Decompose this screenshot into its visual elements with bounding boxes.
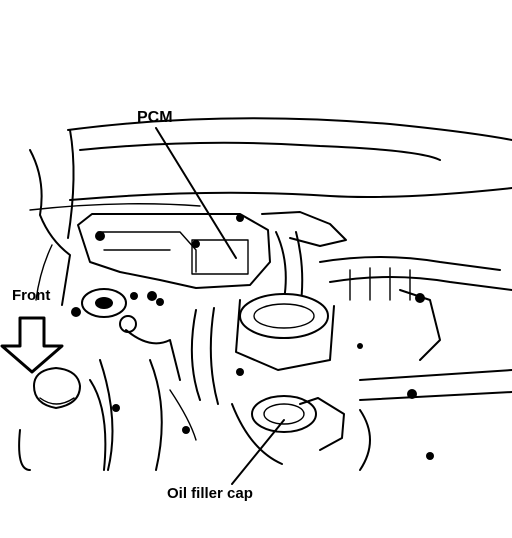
front-arrow-icon <box>0 316 64 374</box>
left-strut <box>29 149 71 306</box>
pcm-leader-line <box>155 127 237 259</box>
oil-filler-cap-label: Oil filler cap <box>167 485 253 502</box>
oil-filler-cap <box>251 395 317 433</box>
oil-filler-cap-leader-line <box>231 419 285 485</box>
pcm-module <box>77 213 271 289</box>
hood-edge <box>67 117 512 141</box>
front-label: Front <box>12 287 51 304</box>
reservoir-cap <box>33 367 81 409</box>
pcm-label: PCM <box>137 109 173 126</box>
